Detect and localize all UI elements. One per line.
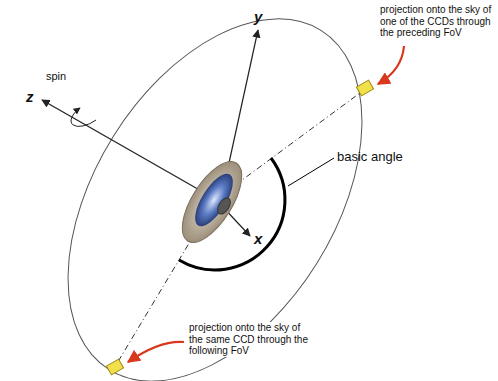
axis-label: x (254, 230, 262, 247)
ccd-projection (106, 359, 123, 375)
axis-label: z (26, 88, 34, 105)
pointer-arrow (128, 342, 184, 362)
spin-arrow (71, 108, 96, 126)
axis-label: y (254, 8, 262, 25)
z-axis (42, 100, 210, 196)
annotation-note: projection onto the sky of one of the CC… (379, 4, 495, 39)
pointer-arrow (378, 46, 404, 84)
scan-circle (7, 0, 422, 381)
spin-label: spin (46, 70, 66, 83)
ccd-projection (356, 80, 373, 96)
satellite (171, 152, 254, 251)
angle-label: basic angle (337, 150, 403, 165)
annotation-note: projection onto the sky of the same CCD … (188, 322, 314, 357)
leader-line (288, 158, 334, 186)
